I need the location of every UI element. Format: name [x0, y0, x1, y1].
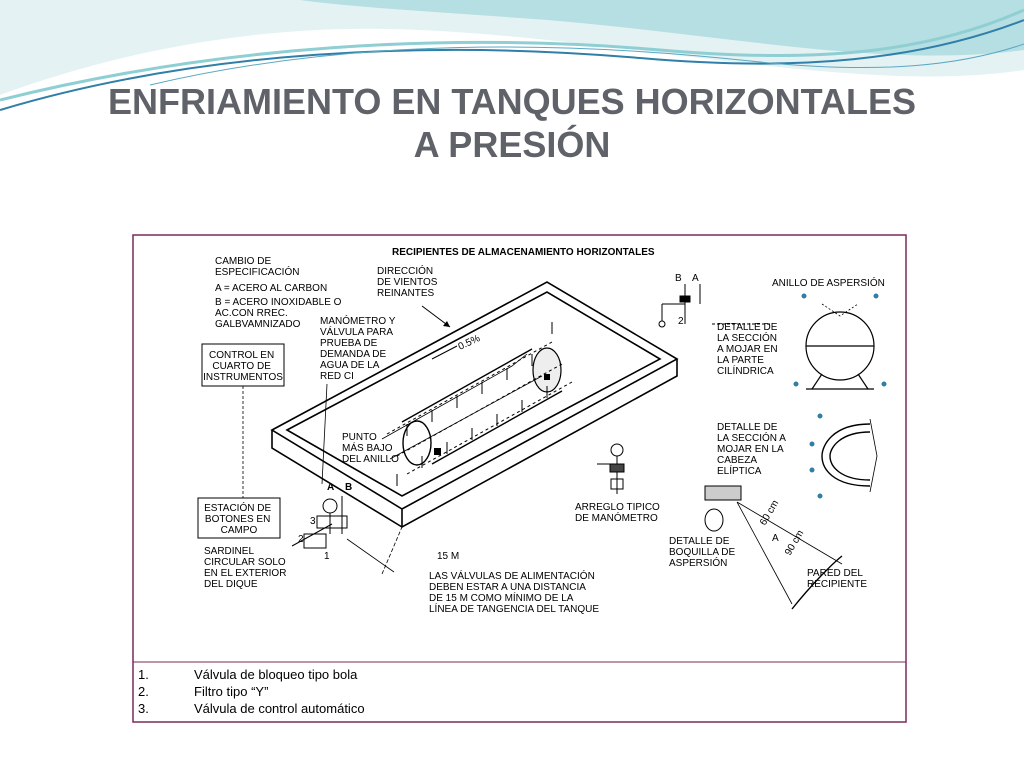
spec-change-label: CAMBIO DE ESPECIFICACIÓN A = ACERO AL CA… [215, 256, 344, 330]
cylindrical-detail-label: DETALLE DE LA SECCIÓN A MOJAR EN LA PART… [717, 322, 780, 377]
legend-text-1: Válvula de bloqueo tipo bola [194, 667, 358, 682]
button-station-box [197, 497, 281, 539]
button-station-label: ESTACIÓN DE BOTONES EN CAMPO [204, 501, 274, 536]
page-title: ENFRIAMIENTO EN TANQUES HORIZONTALES A P… [0, 80, 1024, 166]
elliptic-nozzle-dots [809, 413, 823, 499]
valve-b-label: B [345, 482, 352, 493]
riser-b-label: B [675, 273, 682, 284]
valve-1-label: 1 [324, 551, 330, 562]
distance-label: 15 M [437, 551, 459, 562]
legend-num-3: 3. [138, 701, 149, 716]
legend-text-3: Válvula de control automático [194, 701, 365, 716]
control-room-label: CONTROL EN CUARTO DE INSTRUMENTOS [203, 350, 283, 383]
manometer-leader [321, 383, 328, 485]
sprinkler-ring-label: ANILLO DE ASPERSIÓN [772, 276, 885, 289]
distance-arrow [346, 538, 395, 573]
ring-fitting [544, 374, 550, 380]
valve-station [291, 496, 348, 549]
legend: 1. Válvula de bloqueo tipo bola 2. Filtr… [138, 667, 365, 716]
wave-line-blue [0, 19, 1024, 111]
valve-2-label: 2 [298, 534, 304, 545]
wave-line-thin [149, 43, 1024, 86]
riser-a-label: A [692, 273, 699, 284]
control-room-box [201, 343, 285, 387]
ring-cross-section [805, 303, 875, 390]
slope-arrow [431, 345, 458, 360]
wave-line-teal [0, 8, 1024, 102]
wind-arrowhead [443, 321, 450, 327]
elliptic-head-section [821, 418, 878, 493]
lowest-point-label: PUNTO MÁS BAJO DEL ANILLO [342, 432, 399, 465]
nozzle-detail-label: DETALLE DE BOQUILLA DE ASPERSIÓN [669, 536, 738, 569]
riser-valve [658, 284, 772, 328]
valve-a-label: A [327, 482, 334, 493]
sardinel-label: SARDINEL CIRCULAR SOLO EN EL EXTERIOR DE… [204, 546, 289, 590]
nozzle-detail [704, 485, 843, 610]
legend-num-2: 2. [138, 684, 149, 699]
manometer-valve-label: MANÓMETRO Y VÁLVULA PARA PRUEBA DE DEMAN… [320, 314, 398, 382]
riser-2-label: 2 [678, 316, 684, 327]
diagram-heading: RECIPIENTES DE ALMACENAMIENTO HORIZONTAL… [392, 247, 655, 258]
legend-text-2: Filtro tipo “Y” [194, 684, 268, 699]
dim-a-label: A [772, 533, 779, 544]
lowest-point-valve [434, 448, 441, 455]
wind-direction-label: DIRECCIÓN DE VIENTOS REINANTES [377, 264, 440, 299]
elliptic-detail-label: DETALLE DE LA SECCIÓN A MOJAR EN LA CABE… [717, 422, 788, 477]
wave-teal [300, 0, 1024, 56]
horizontal-tank [381, 341, 573, 475]
feed-valves-note: LAS VÁLVULAS DE ALIMENTACIÓN DEBEN ESTAR… [429, 569, 599, 615]
manometer-arrangement-label: ARREGLO TIPICO DE MANÓMETRO [575, 502, 663, 524]
tank-cooling-diagram: RECIPIENTES DE ALMACENAMIENTO HORIZONTAL… [132, 234, 907, 723]
title-line-2: A PRESIÓN [413, 124, 611, 166]
legend-num-1: 1. [138, 667, 149, 682]
vessel-wall-label: PARED DEL RECIPIENTE [807, 568, 867, 590]
ring-nozzle-dots [793, 293, 887, 387]
manometer-arrangement [597, 443, 625, 494]
valve-3-label: 3 [310, 516, 316, 527]
title-line-1: ENFRIAMIENTO EN TANQUES HORIZONTALES [107, 81, 916, 122]
spray-nozzles [396, 322, 553, 486]
